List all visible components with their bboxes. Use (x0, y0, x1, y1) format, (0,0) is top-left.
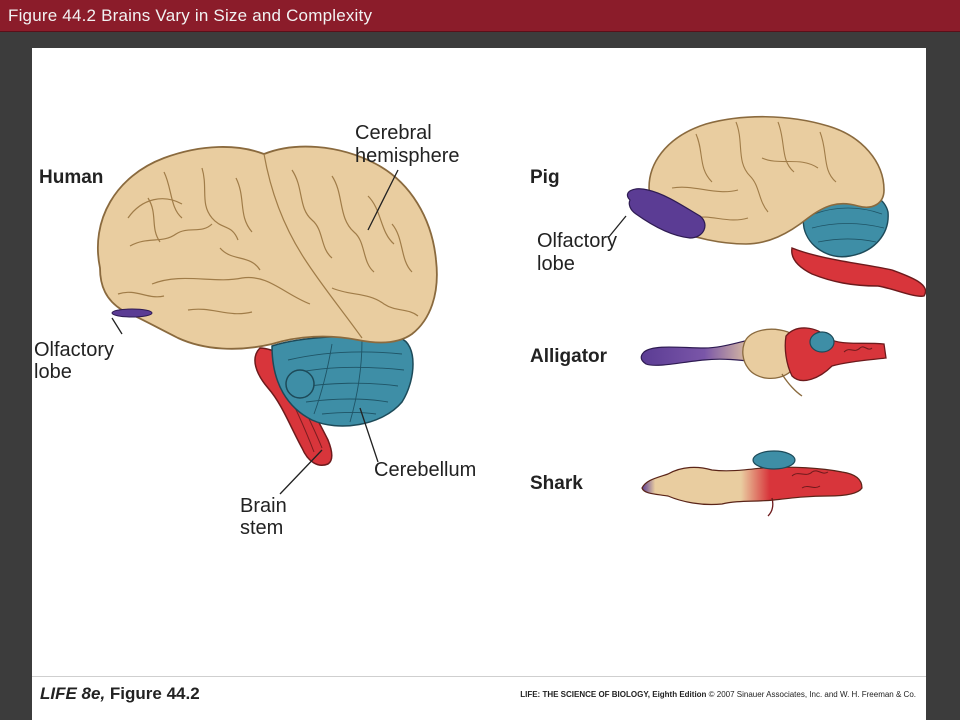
slide-title: Figure 44.2 Brains Vary in Size and Comp… (8, 6, 373, 25)
human-brain (96, 145, 438, 466)
label-human: Human (39, 167, 104, 188)
alligator-olfactory-shape (640, 339, 757, 366)
pig-cerebrum-shape (648, 115, 885, 245)
alligator-brain (640, 327, 887, 397)
label-lobe-human: lobe (34, 361, 72, 383)
human-olfactory-shape (111, 308, 153, 318)
shark-cerebellum-shape (752, 450, 796, 470)
label-olfactory-human: Olfactory (34, 339, 115, 361)
footer-figure: Figure 44.2 (105, 684, 200, 703)
label-alligator: Alligator (530, 346, 608, 367)
label-cerebral: Cerebral (355, 122, 432, 144)
alligator-cerebellum-shape (809, 331, 835, 353)
label-olfactory-pig: Olfactory (537, 230, 618, 252)
footer-copyright: LIFE: THE SCIENCE OF BIOLOGY, Eighth Edi… (520, 690, 916, 699)
brain-illustrations (96, 115, 926, 517)
shark-body-shape (641, 466, 863, 506)
label-hemisphere: hemisphere (355, 145, 460, 167)
footer-book-title: LIFE: THE SCIENCE OF BIOLOGY, Eighth Edi… (520, 690, 707, 699)
label-shark: Shark (530, 473, 583, 494)
human-pons-shape (285, 369, 315, 399)
label-brain: Brain (240, 495, 287, 517)
label-lobe-pig: lobe (537, 253, 575, 275)
footer-publisher: © 2007 Sinauer Associates, Inc. and W. H… (706, 690, 916, 699)
human-cerebrum-shape (96, 145, 438, 350)
footer-rule (32, 676, 926, 677)
label-pig: Pig (530, 167, 560, 188)
label-stem: stem (240, 517, 284, 539)
footer-book: LIFE 8e, (40, 684, 106, 703)
pig-brain (626, 115, 926, 297)
shark-brain (641, 450, 863, 517)
leader-lines (111, 169, 627, 495)
figure-panel: Human Cerebral hemisphere Olfactory lobe… (32, 48, 926, 720)
pig-brainstem-shape (791, 247, 926, 297)
pig-olfactory-shape (626, 188, 706, 239)
alligator-brainstem-shape (784, 327, 887, 382)
footer-figure-ref: LIFE 8e, Figure 44.2 (40, 684, 200, 704)
label-cerebellum: Cerebellum (374, 459, 477, 481)
title-bar: Figure 44.2 Brains Vary in Size and Comp… (0, 0, 960, 32)
